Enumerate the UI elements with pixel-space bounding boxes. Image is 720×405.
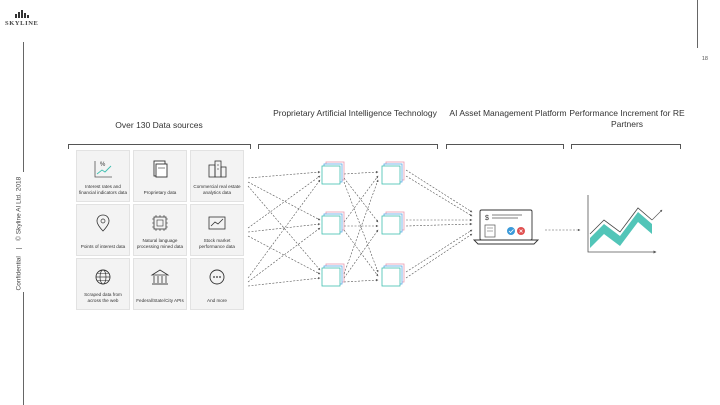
card-label: Stock market performance data (198, 238, 235, 249)
card-label: Interest rates and financial indicators … (79, 184, 128, 195)
svg-text:$: $ (485, 215, 489, 222)
card-stock-market: Stock market performance data (190, 204, 244, 256)
card-points-of-interest: Points of interest data (76, 204, 130, 256)
map-pin-icon (96, 214, 110, 232)
card-commercial-re: Commercial real estate analytics data (190, 150, 244, 202)
nn-node-l2-bottom (381, 263, 405, 287)
card-label: Federal/State/City APIs (136, 297, 184, 303)
percent-chart-icon: % (94, 161, 112, 178)
header-performance: Performance Increment for RE Partners (569, 108, 685, 129)
header-asset-platform: AI Asset Management Platform (449, 108, 567, 118)
nn-node-l1-mid (321, 211, 345, 235)
government-building-icon (150, 269, 170, 285)
left-rule-top (23, 42, 24, 172)
bracket-data-sources (68, 144, 251, 149)
confidential-label: Confidential (15, 256, 23, 291)
card-label: Proprietary data (143, 189, 177, 195)
more-dots-icon (209, 269, 225, 285)
output-connections (405, 169, 473, 279)
nn-node-l1-bottom (321, 263, 345, 287)
copyright-label: © Skyline AI Ltd. 2018 (15, 176, 23, 241)
card-government-apis: Federal/State/City APIs (133, 258, 187, 310)
nn-node-l1-top (321, 161, 345, 185)
brand-name: SKYLINE (5, 20, 39, 27)
svg-text:%: % (100, 162, 106, 168)
right-rule (697, 0, 698, 48)
footer-separator: | (15, 247, 23, 250)
header-ai-technology: Proprietary Artificial Intelligence Tech… (273, 108, 437, 118)
hidden-connections (343, 170, 379, 283)
laptop-platform-icon: $ (472, 209, 540, 245)
card-label: Natural language processing mined data (136, 238, 184, 249)
ai-flow-diagram: $ (247, 161, 663, 287)
buildings-icon (208, 160, 227, 178)
skyline-logo-icon (15, 10, 29, 18)
chip-icon (152, 215, 168, 231)
performance-chart-icon (587, 195, 663, 254)
card-scraped-web: Scraped data from across the web (76, 258, 130, 310)
header-data-sources: Over 130 Data sources (115, 120, 203, 130)
document-icon (153, 160, 168, 178)
page-number: 18 (701, 56, 708, 62)
bracket-performance (571, 144, 681, 149)
card-interest-rates: % Interest rates and financial indicator… (76, 150, 130, 202)
bracket-ai-technology (258, 144, 438, 149)
bracket-asset-platform (446, 144, 564, 149)
nn-node-l2-mid (381, 211, 405, 235)
card-label: And more (207, 297, 227, 303)
card-nlp-data: Natural language processing mined data (133, 204, 187, 256)
confidential-footer: Confidential | © Skyline AI Ltd. 2018 (15, 177, 23, 291)
card-and-more: And more (190, 258, 244, 310)
globe-icon (95, 269, 111, 285)
card-label: Points of interest data (80, 243, 126, 249)
card-label: Commercial real estate analytics data (193, 184, 241, 195)
card-proprietary: Proprietary data (133, 150, 187, 202)
left-rule-bottom (23, 292, 24, 405)
input-connections (247, 170, 321, 287)
nn-node-l2-top (381, 161, 405, 185)
stock-chart-icon (208, 216, 226, 230)
card-label: Scraped data from across the web (84, 292, 122, 303)
